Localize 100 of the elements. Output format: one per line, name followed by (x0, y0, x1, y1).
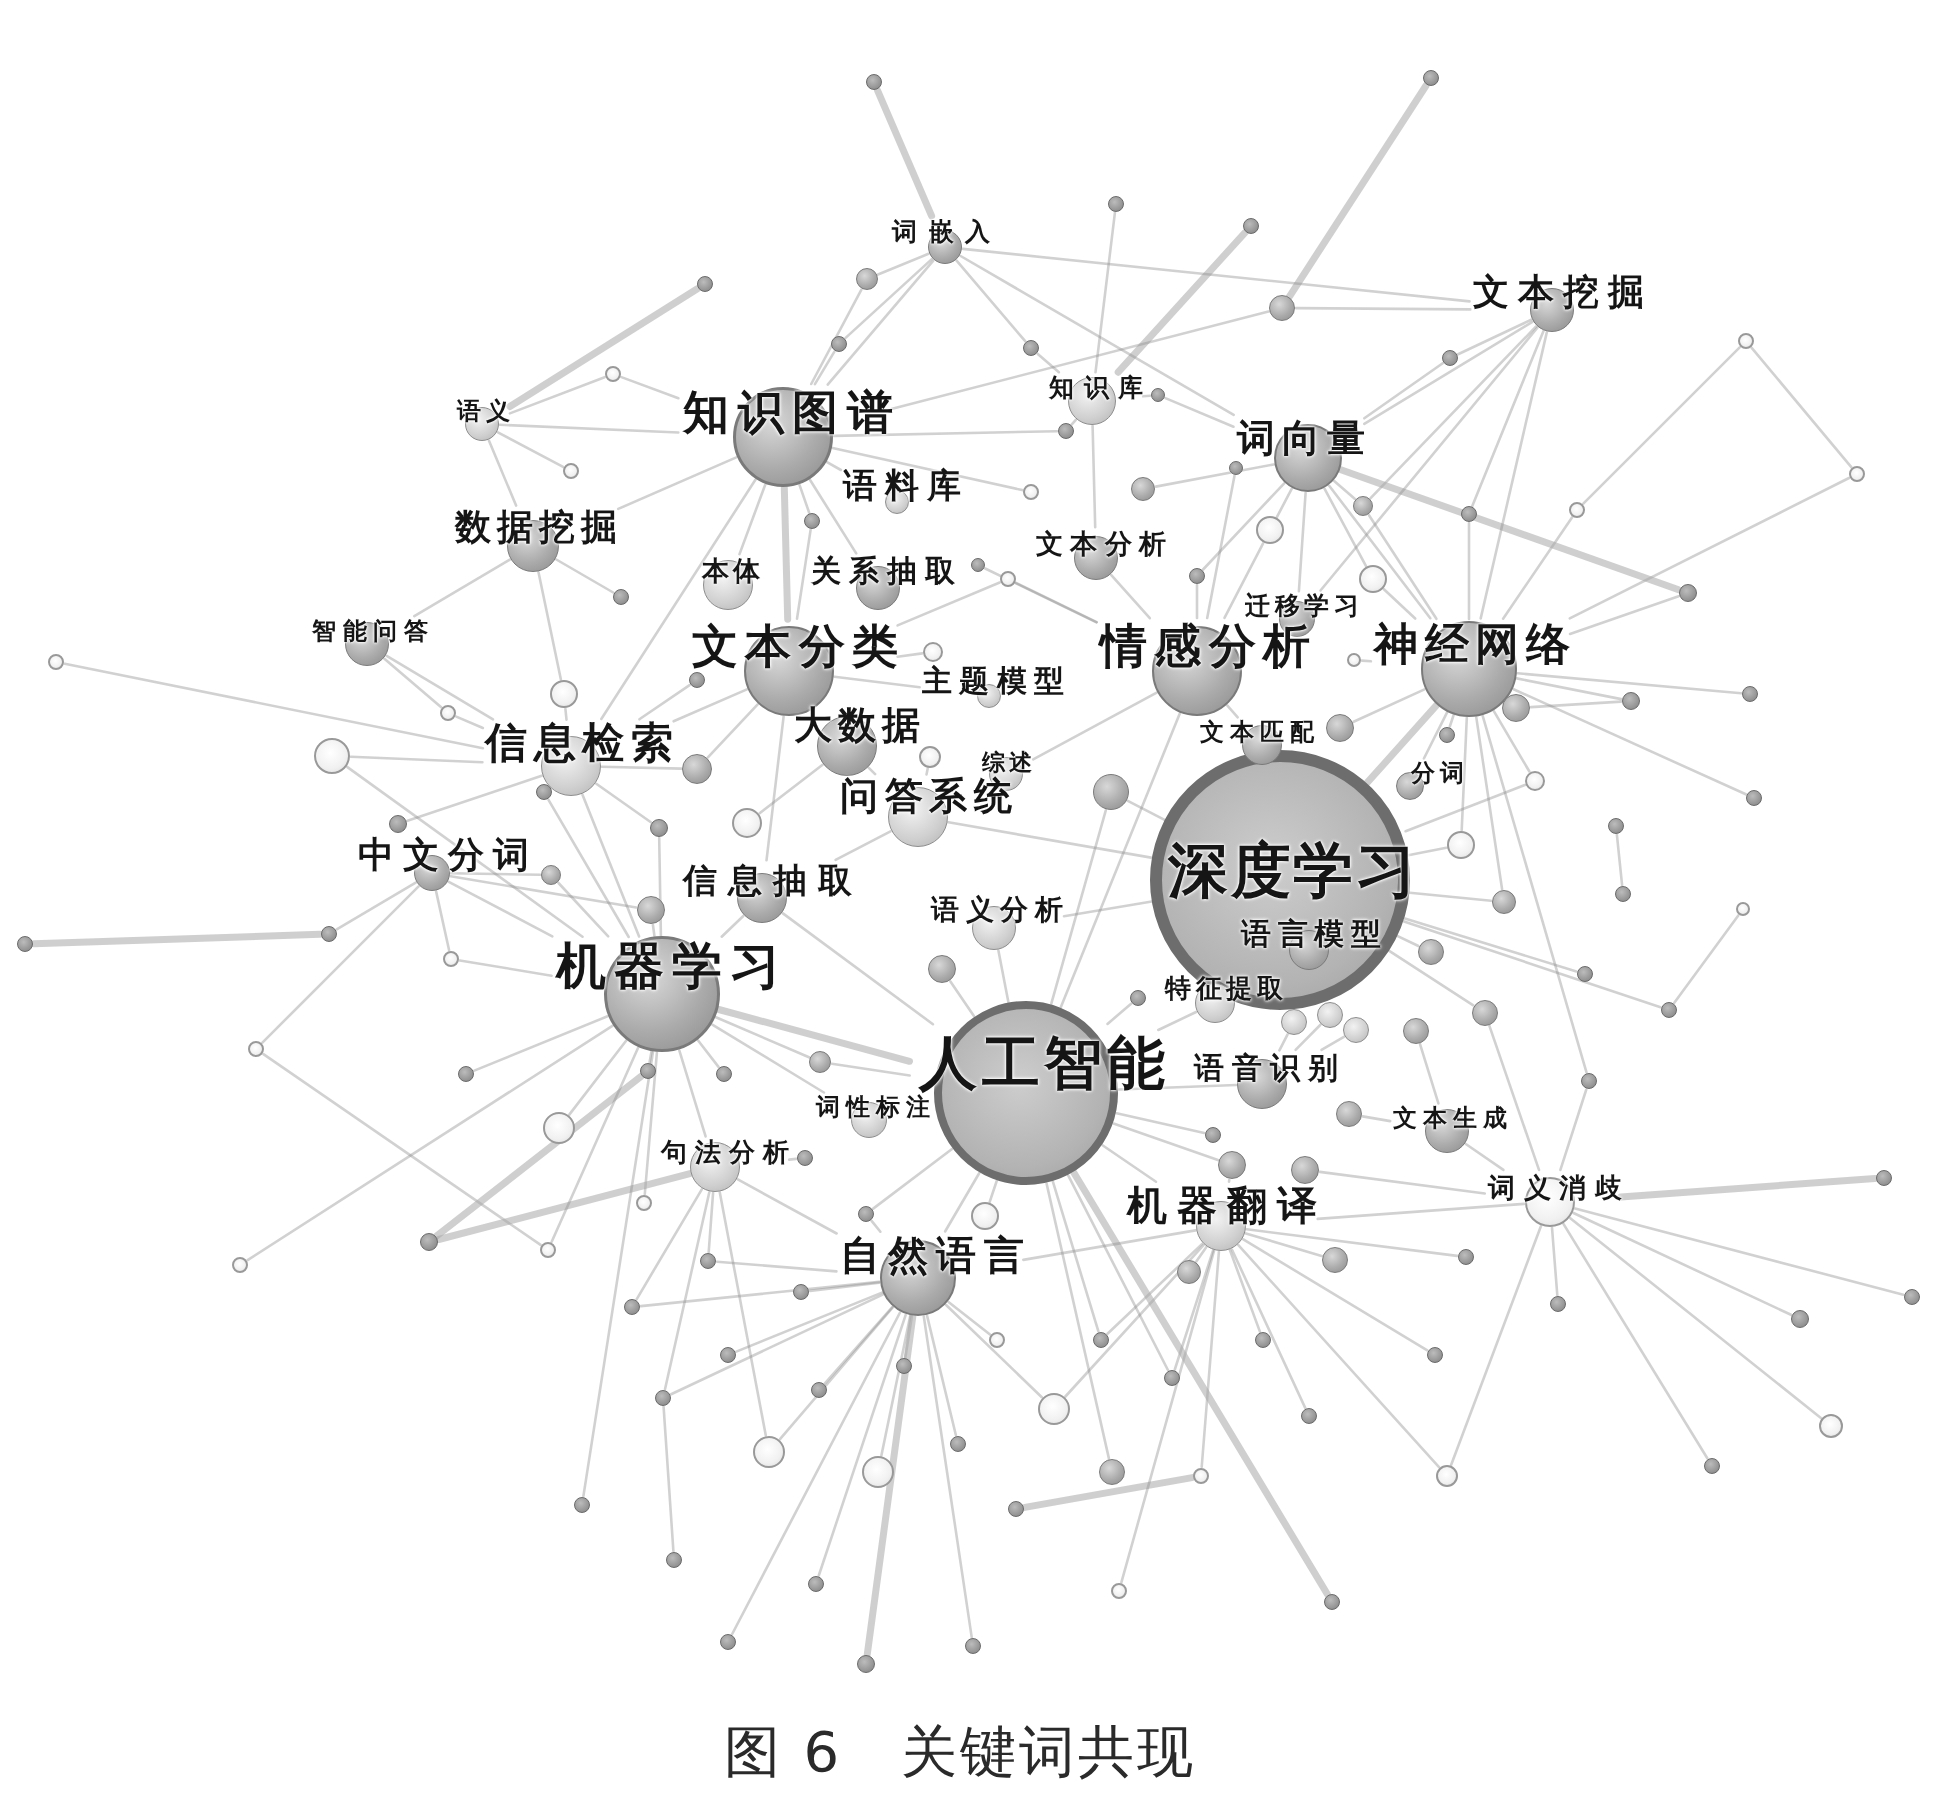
connector-line (1337, 466, 1683, 594)
node-circle (232, 1257, 248, 1273)
connector-line (955, 259, 1027, 343)
keyword-label: 词性标注 (816, 1095, 936, 1120)
node-circle (1189, 568, 1205, 584)
connector-line (672, 688, 749, 723)
connector-line (547, 798, 630, 939)
connector-line (735, 1291, 884, 1353)
connector-line (947, 1300, 992, 1336)
connector-line (1615, 833, 1624, 887)
connector-line (1529, 700, 1623, 709)
connector-line (813, 350, 836, 386)
connector-line (730, 1311, 902, 1636)
connector-line (823, 1305, 894, 1385)
connector-line (1228, 1249, 1262, 1333)
node-circle (574, 1497, 590, 1513)
node-circle (1343, 1017, 1369, 1043)
node-circle (989, 1332, 1005, 1348)
node-circle (666, 1552, 682, 1568)
keyword-label: 句法分析 (661, 1139, 797, 1165)
connector-line (383, 657, 443, 709)
connector-line (663, 1191, 711, 1391)
node-circle (1738, 333, 1754, 349)
node-circle (1436, 1465, 1458, 1487)
node-circle (624, 1299, 640, 1315)
connector-line (1363, 361, 1444, 420)
connector-line (1064, 1243, 1205, 1398)
keyword-label: 语言模型 (1240, 919, 1388, 949)
node-circle (950, 1436, 966, 1452)
connector-line (1323, 487, 1368, 568)
connector-line (1286, 82, 1430, 300)
node-circle (793, 1284, 809, 1300)
node-circle (1099, 1459, 1125, 1485)
node-circle (1229, 461, 1243, 475)
keyword-label: 主题模型 (921, 665, 1072, 696)
connector-line (449, 874, 638, 909)
node-circle (919, 746, 941, 768)
node-circle (1322, 1247, 1348, 1273)
connector-line (863, 1313, 917, 1658)
keyword-label: 机器学习 (555, 941, 789, 992)
connector-line (1091, 424, 1097, 529)
node-circle (862, 1456, 894, 1488)
connector-line (1492, 709, 1531, 773)
connector-line (1402, 920, 1662, 1009)
connector-line (550, 1046, 640, 1244)
node-circle (389, 815, 407, 833)
node-circle (1876, 1170, 1892, 1186)
connector-line (1471, 329, 1545, 507)
node-circle (655, 1390, 671, 1406)
connector-line (406, 774, 543, 823)
connector-line (616, 456, 738, 511)
keyword-label: 语料库 (843, 467, 969, 502)
keyword-label: 中文分词 (357, 836, 538, 873)
connector-line (678, 1049, 707, 1138)
connector-line (874, 86, 936, 220)
node-circle (1317, 1002, 1343, 1028)
keyword-label: 问答系统 (840, 777, 1019, 815)
node-circle (1427, 1347, 1443, 1363)
node-circle (1164, 1370, 1180, 1386)
connector-line (508, 375, 606, 415)
node-circle (1819, 1414, 1843, 1438)
connector-line (1568, 476, 1851, 620)
node-circle (563, 463, 579, 479)
connector-line (925, 1314, 958, 1437)
node-circle (1023, 484, 1039, 500)
connector-line (435, 1170, 694, 1243)
node-circle (1218, 1151, 1246, 1179)
connector-line (1422, 711, 1449, 760)
node-circle (720, 1634, 736, 1650)
node-circle (804, 513, 820, 529)
node-circle (716, 1066, 732, 1082)
connector-line (1050, 809, 1108, 1005)
connector-line (643, 1051, 659, 1196)
node-circle (1243, 218, 1259, 234)
connector-line (1173, 1249, 1215, 1371)
connector-line (1456, 318, 1533, 356)
node-circle (613, 589, 629, 605)
node-circle (1461, 506, 1477, 522)
keyword-label: 数据挖掘 (454, 508, 624, 545)
connector-line (1126, 799, 1166, 821)
connector-line (1327, 484, 1432, 620)
node-circle (1791, 1310, 1809, 1328)
connector-line (959, 254, 1235, 417)
node-circle (809, 1051, 831, 1073)
connector-line (555, 558, 615, 594)
connector-line (943, 1171, 981, 1233)
keyword-label: 关系抽取 (810, 556, 964, 586)
node-circle (1000, 571, 1016, 587)
connector-line (949, 980, 976, 1018)
connector-line (595, 782, 653, 824)
connector-line (1070, 1169, 1331, 1598)
connector-line (1318, 1170, 1487, 1195)
node-circle (543, 1112, 575, 1144)
connector-line (1550, 1226, 1559, 1297)
connector-line (711, 1023, 826, 1094)
node-circle (321, 926, 337, 942)
connector-line (1464, 1142, 1505, 1172)
node-circle (1418, 939, 1444, 965)
connector-line (1227, 1178, 1231, 1183)
node-circle (1492, 890, 1516, 914)
